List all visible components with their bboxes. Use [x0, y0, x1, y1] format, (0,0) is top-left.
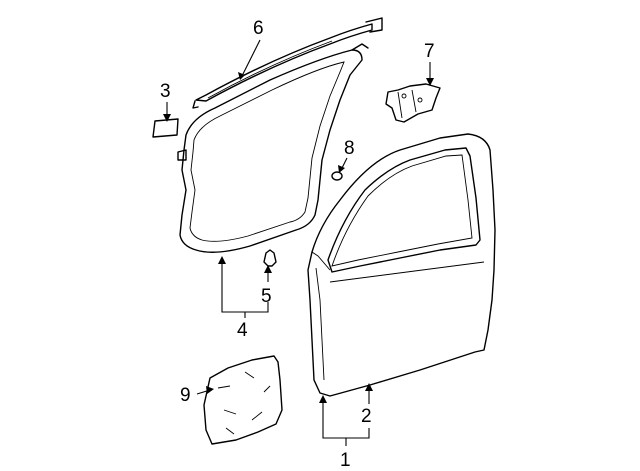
arrowheads: [163, 72, 434, 403]
part-9-water-shield: [203, 355, 283, 445]
callout-3: 3: [160, 81, 171, 102]
part-7-bracket: [385, 83, 441, 123]
callout-7: 7: [424, 41, 435, 62]
callout-8: 8: [344, 138, 355, 159]
callout-1: 1: [340, 450, 351, 471]
part-1-door-shell: [307, 133, 496, 397]
callout-4: 4: [237, 320, 248, 341]
callout-6: 6: [253, 18, 264, 39]
part-6-frame-weatherstrip: [192, 17, 383, 109]
callout-2: 2: [361, 406, 372, 427]
callout-9: 9: [180, 385, 191, 406]
callout-5: 5: [261, 286, 272, 307]
part-3-pad: [152, 118, 179, 138]
part-4-opening-weatherstrip: [177, 43, 369, 253]
part-8-plug: [331, 171, 343, 181]
part-5-clip: [263, 249, 277, 267]
